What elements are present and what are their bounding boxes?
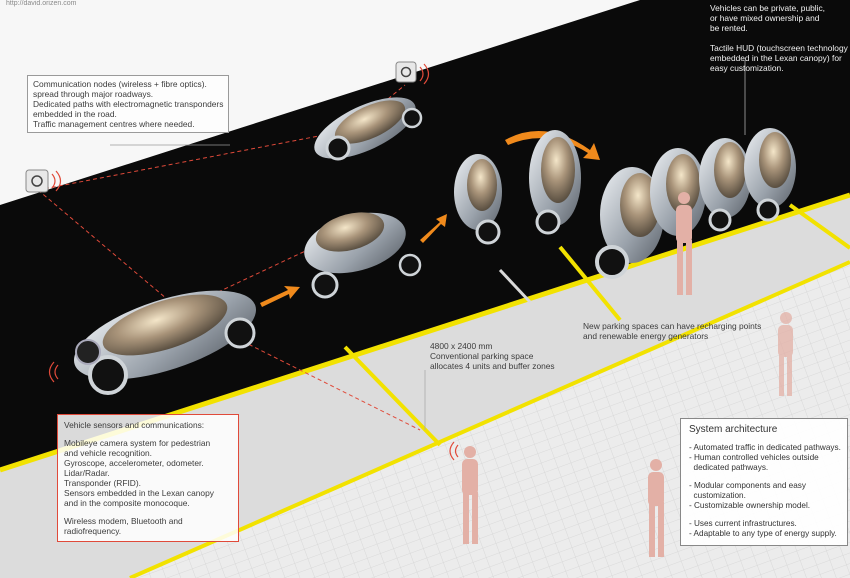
note-line: - Human controlled vehicles outside [689, 453, 819, 462]
vehicle-upright-1 [454, 154, 502, 245]
parking-spaces-note: New parking spaces can have recharging p… [583, 321, 761, 341]
note-line: allocates 4 units and buffer zones [430, 361, 555, 371]
note-line: be rented. [710, 23, 748, 33]
note-line: - Customizable ownership model. [689, 501, 811, 510]
note-line: - Modular components and easy [689, 481, 806, 490]
note-line: and in the composite monocoque. [64, 498, 190, 508]
vehicle-upper [314, 97, 423, 161]
note-line: Conventional parking space [430, 351, 534, 361]
note-line: spread through major roadways. [33, 89, 154, 99]
note-line: and vehicle recognition. [64, 448, 152, 458]
note-line: embedded in the road. [33, 109, 117, 119]
parking-edge-line [129, 260, 850, 578]
note-line: Vehicles can be private, public, [710, 3, 825, 13]
note-line: Gyroscope, accelerometer, odometer. [64, 458, 204, 468]
note-line [710, 33, 848, 43]
system-architecture-box: System architecture - Automated traffic … [680, 418, 848, 546]
vehicle-mid [304, 212, 422, 299]
source-url: http://david.orizen.com [6, 0, 77, 7]
note-line: Sensors embedded in the Lexan canopy [64, 488, 214, 498]
note-line: embedded in the Lexan canopy) for [710, 53, 842, 63]
ownership-note: Vehicles can be private, public, or have… [710, 3, 848, 73]
vehicle-upright-group [595, 128, 796, 279]
note-line: Mobileye camera system for pedestrian [64, 438, 211, 448]
note-line: Tactile HUD (touchscreen technology [710, 43, 848, 53]
note-line: Communication nodes (wireless + fibre op… [33, 79, 207, 89]
note-line: or have mixed ownership and [710, 13, 820, 23]
vehicle-sensors-note: Vehicle sensors and communications: Mobi… [57, 414, 239, 542]
note-line: Traffic management centres where needed. [33, 119, 195, 129]
sensors-title: Vehicle sensors and communications: [64, 420, 205, 430]
note-line: Dedicated paths with electromagnetic tra… [33, 99, 224, 109]
movement-arrows [260, 131, 600, 307]
communication-nodes-note: Communication nodes (wireless + fibre op… [27, 75, 229, 133]
note-line: - Adaptable to any type of energy supply… [689, 529, 837, 538]
vehicle-upright-2 [529, 130, 581, 235]
note-line: 4800 x 2400 mm [430, 341, 493, 351]
note-line: Wireless modem, Bluetooth and [64, 516, 183, 526]
note-line: Transponder (RFID). [64, 478, 141, 488]
note-line: customization. [689, 491, 746, 500]
note-line: - Uses current infrastructures. [689, 519, 797, 528]
pedestrian-figures [462, 192, 793, 557]
conventional-parking-note: 4800 x 2400 mm Conventional parking spac… [430, 341, 555, 371]
note-line: radiofrequency. [64, 526, 122, 536]
note-line: easy customization. [710, 63, 784, 73]
note-line: Lidar/Radar. [64, 468, 110, 478]
note-line: - Automated traffic in dedicated pathway… [689, 443, 841, 452]
vehicle-main [48, 290, 256, 395]
comm-node-sign-left [25, 169, 62, 193]
system-architecture-title: System architecture [689, 424, 778, 435]
comm-node-sign-right [395, 61, 430, 85]
note-line: dedicated pathways. [689, 463, 769, 472]
note-line: New parking spaces can have recharging p… [583, 321, 762, 331]
note-line: and renewable energy generators [583, 331, 709, 341]
